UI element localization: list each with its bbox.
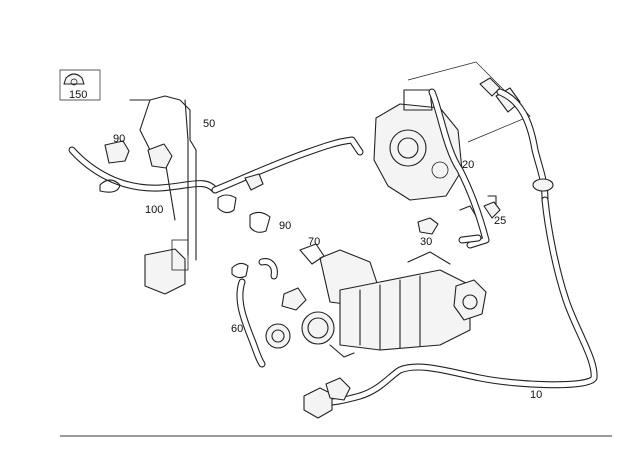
callout-30: 30 — [420, 236, 432, 248]
callout-70: 70 — [308, 236, 320, 248]
small-parts-25-30: 25 30 — [417, 195, 506, 248]
callout-150: 150 — [69, 89, 87, 101]
coolant-pump-assembly: 70 — [265, 236, 487, 358]
callout-20: 20 — [462, 159, 474, 171]
callout-60: 60 — [231, 323, 243, 335]
callout-10: 10 — [530, 389, 542, 401]
left-harness-assembly: 90 50 100 — [68, 95, 219, 295]
top-right-hose — [479, 77, 554, 204]
vacuum-pump-assembly: 20 — [373, 61, 531, 249]
callout-100: 100 — [145, 204, 163, 216]
clip-pair-90: 90 — [217, 194, 291, 233]
part-150-clip-group: 150 — [59, 69, 101, 101]
callout-50: 50 — [203, 118, 215, 130]
hose-60: 60 — [231, 258, 278, 368]
callout-25: 25 — [494, 215, 506, 227]
upper-line — [211, 136, 364, 194]
callout-90-right: 90 — [279, 220, 291, 232]
callout-90-left: 90 — [113, 133, 125, 145]
pipe-10: 10 — [303, 196, 598, 419]
